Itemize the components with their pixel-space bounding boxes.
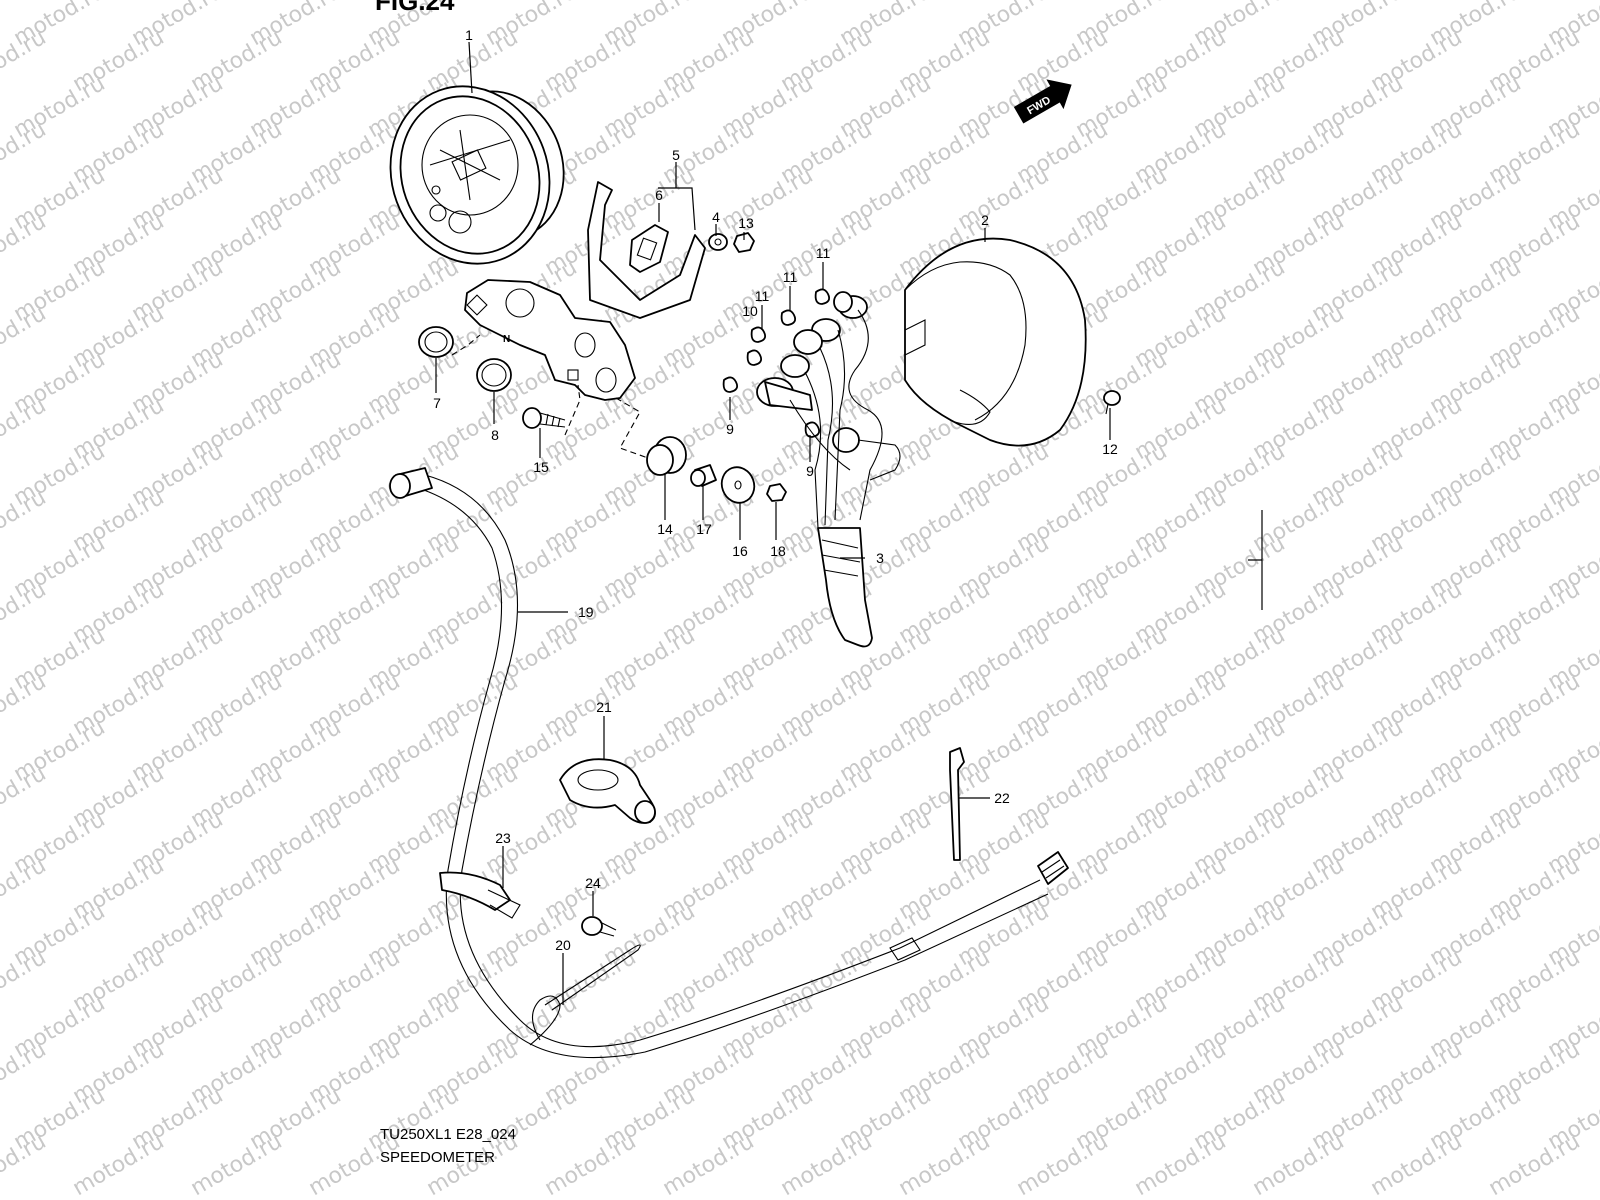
watermark-text: motod.ru	[1013, 1129, 1113, 1200]
diagram-caption: SPEEDOMETER	[380, 1149, 495, 1166]
grommet-14	[646, 436, 687, 476]
washer-16	[720, 466, 756, 504]
callout-6: 6	[655, 187, 663, 203]
callout-12: 12	[1102, 441, 1118, 457]
callout-19: 19	[578, 604, 594, 620]
watermark-text: motod.ru	[0, 853, 50, 925]
forward-arrow-icon: FWD	[1013, 79, 1072, 124]
callout-23: 23	[495, 830, 511, 846]
bolt-12	[1103, 390, 1121, 415]
watermark-text: motod.ru	[0, 209, 50, 281]
alignment-line	[564, 384, 581, 436]
watermark-text: motod.ru	[0, 393, 50, 465]
watermark-text: motod.ru	[0, 1129, 50, 1200]
callout-20: 20	[555, 937, 571, 953]
callout-14: 14	[657, 521, 673, 537]
watermark-text: motod.ru	[0, 1037, 50, 1109]
callout-11b: 11	[783, 269, 798, 285]
watermark-text: motod.ru	[0, 25, 50, 97]
callout-3: 3	[876, 550, 884, 566]
alignment-line	[615, 397, 649, 459]
watermark-text: motod.ru	[0, 945, 50, 1017]
nut-18	[766, 483, 787, 502]
bulbs-and-sockets	[722, 288, 901, 648]
washer-4	[708, 233, 728, 251]
callout-5: 5	[672, 147, 680, 163]
callout-9a: 9	[726, 421, 734, 437]
cable-holder-21	[559, 758, 656, 824]
callout-10: 10	[742, 303, 758, 319]
model-code: TU250XL1 E28_024	[380, 1126, 516, 1143]
speedometer-gauge	[389, 85, 565, 265]
callout-11c: 11	[755, 288, 770, 304]
callout-16: 16	[732, 543, 748, 559]
meter-case	[904, 237, 1087, 447]
callout-7: 7	[433, 395, 441, 411]
bolt-24	[581, 916, 617, 937]
callout-21: 21	[596, 699, 612, 715]
callout-4: 4	[712, 209, 720, 225]
watermark-text: motod.ru	[0, 301, 50, 373]
callout-9b: 9	[806, 463, 814, 479]
cable-clamp-23	[439, 871, 521, 919]
leader-lines	[435, 41, 1111, 1005]
watermark-text: motod.ru	[895, 1129, 995, 1200]
callout-11a: 11	[816, 245, 831, 261]
watermark-text: motod.ru	[0, 0, 50, 5]
callout-22: 22	[994, 790, 1010, 806]
callout-8: 8	[491, 427, 499, 443]
callout-2: 2	[981, 212, 989, 228]
watermark-text: motod.ru	[0, 485, 50, 557]
watermark-text: motod.ru	[0, 117, 50, 189]
watermark-text: motod.ru	[1131, 1129, 1231, 1200]
watermark-text: motod.ru	[777, 1129, 877, 1200]
callout-13: 13	[738, 215, 754, 231]
grommet-8	[476, 358, 512, 392]
collar-17	[690, 464, 717, 487]
callout-15: 15	[533, 459, 549, 475]
cable-tie-22	[949, 747, 965, 861]
watermark-text: motod.ru	[69, 1129, 169, 1200]
watermark-text: motod.ru	[659, 1129, 759, 1200]
callout-17: 17	[696, 521, 712, 537]
svg-text:N: N	[503, 334, 510, 345]
nut-13	[733, 232, 755, 253]
cable-clip-20	[529, 944, 641, 1046]
watermark-text: motod.ru	[0, 761, 50, 833]
watermark-text: motod.ru	[0, 577, 50, 649]
meter-bracket	[587, 181, 706, 319]
watermark-text: motod.ru	[1249, 1129, 1349, 1200]
bracket-plate: N	[464, 279, 636, 401]
callout-1: 1	[465, 27, 473, 43]
grommet-7	[418, 326, 454, 358]
figure-title: FIG.24	[375, 0, 455, 16]
watermark-text: motod.ru	[1485, 1129, 1585, 1200]
watermark-text: motod.ru	[0, 669, 50, 741]
callout-labels: 1 2 3 4 5 6 7 8 9 9 10 11 11 11 12 13 14…	[433, 27, 1118, 953]
screw-15	[522, 407, 566, 429]
callout-18: 18	[770, 543, 786, 559]
edge-guide-line	[1248, 510, 1263, 610]
watermark-text: motod.ru	[187, 1129, 287, 1200]
watermark-text: motod.ru	[541, 1129, 641, 1200]
callout-24: 24	[585, 875, 601, 891]
watermark-text: motod.ru	[1367, 1129, 1467, 1200]
